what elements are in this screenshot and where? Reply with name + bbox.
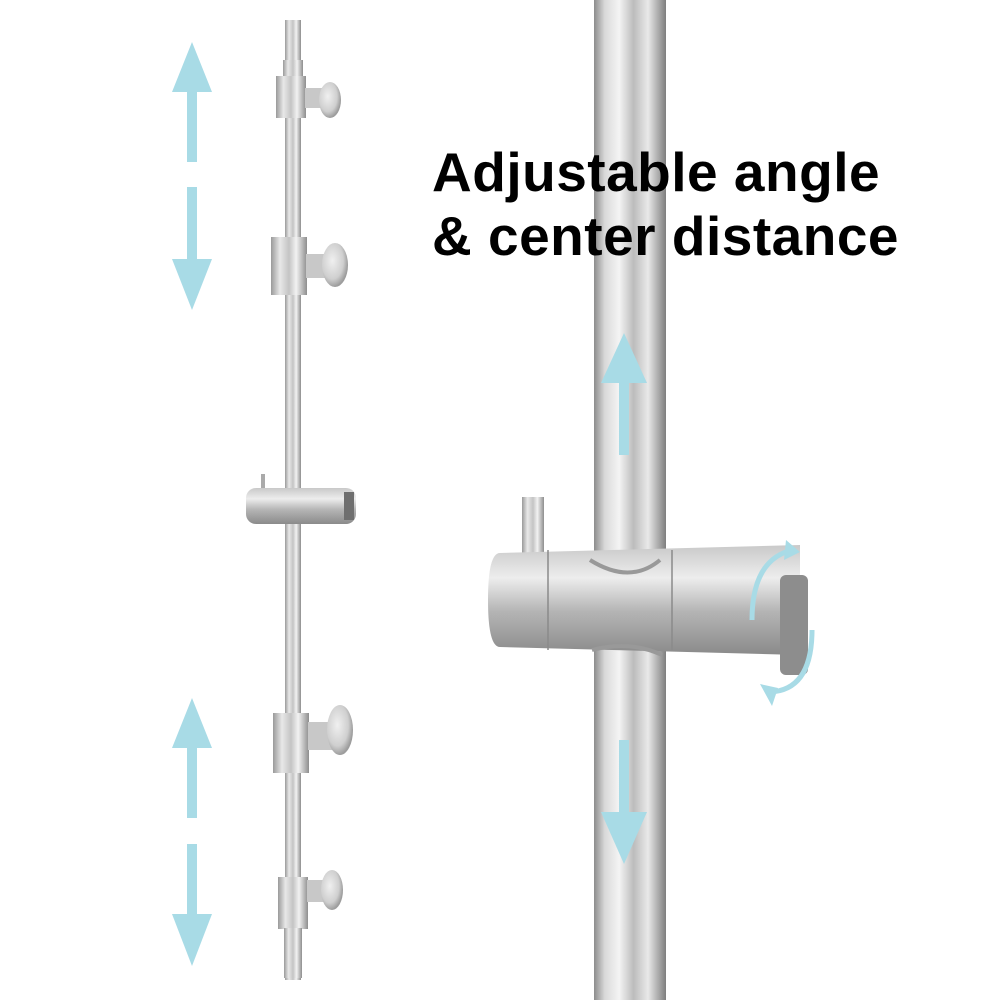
wall-bracket-2 [271, 237, 348, 295]
slide-arrow-down-icon [601, 740, 647, 864]
rotate-arrow-icon [749, 547, 815, 695]
headline-line-1: Adjustable angle [432, 141, 881, 203]
holder-small [246, 474, 356, 524]
move-arrow-bottom-icon [172, 698, 212, 966]
wall-bracket-1 [276, 76, 341, 118]
wall-bracket-4 [278, 870, 343, 978]
slide-arrow-up-icon [601, 333, 647, 455]
feature-headline: Adjustable angle & center distance [432, 140, 899, 268]
holder-closeup-view [488, 0, 815, 1000]
wall-bracket-3 [273, 705, 353, 773]
headline-line-2: & center distance [432, 205, 900, 267]
slide-bar-full-view [172, 20, 356, 980]
move-arrow-top-icon [172, 42, 212, 310]
